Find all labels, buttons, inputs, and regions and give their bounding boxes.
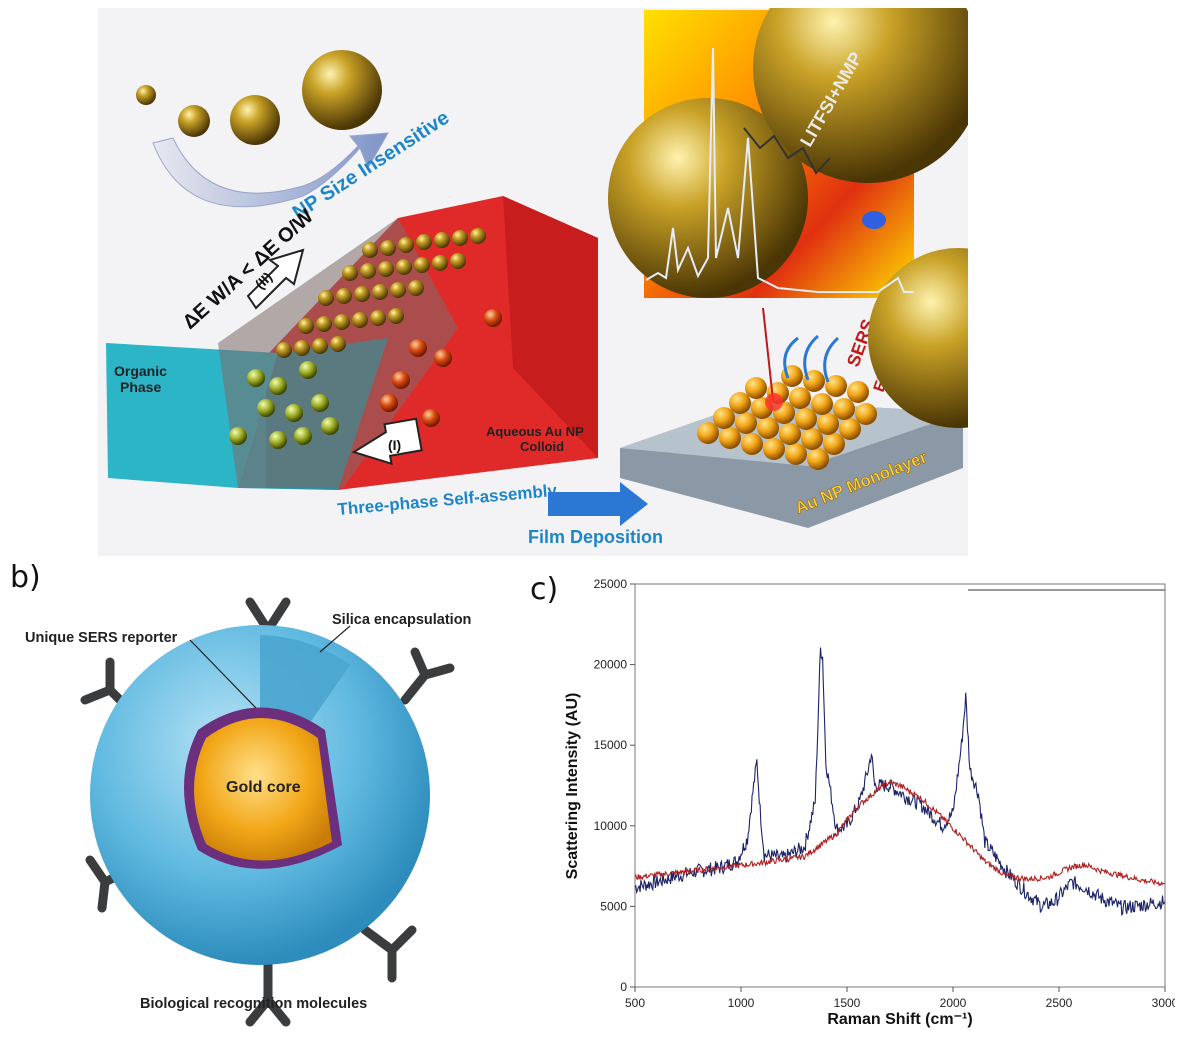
x-tick-label: 1000 [728, 996, 755, 1010]
x-tick-label: 3000 [1152, 996, 1175, 1010]
assembled-np-layer [276, 228, 486, 358]
y-axis-label: Scattering Intensity (AU) [564, 693, 581, 880]
np-sphere-m [230, 95, 280, 145]
colloid-label-1: Aqueous Au NP [486, 424, 584, 439]
y-tick-label: 15000 [594, 738, 628, 752]
spectrum-series-1 [634, 647, 1166, 917]
colloid-np [380, 309, 502, 427]
panel-b-letter: b) [10, 560, 41, 595]
np-sphere-xs [136, 85, 156, 105]
y-tick-label: 25000 [594, 577, 628, 591]
panel-a-illustration: NP Size Insensitive ΔE W/A < ΔE O/W (II)… [98, 8, 968, 556]
reporter-label: Unique SERS reporter [25, 630, 178, 646]
hotspot-inset: LITFSI+NMP [608, 8, 968, 428]
film-deposition-arrow [548, 482, 648, 526]
reporter-leader-line [189, 639, 257, 709]
silica-label: Silica encapsulation [332, 612, 471, 628]
y-tick-label: 5000 [600, 899, 627, 913]
y-tick-label: 10000 [594, 819, 628, 833]
silica-leader-line [319, 625, 351, 653]
np-sphere-s [178, 105, 210, 137]
x-tick-label: 2500 [1046, 996, 1073, 1010]
phase-label: Phase [120, 379, 161, 395]
raman-chart: 0 5000 10000 15000 20000 25000 500 1000 1500 200… [564, 577, 1175, 1028]
panel-c-letter: c) [530, 572, 559, 607]
step-ii-arrow [246, 248, 305, 310]
x-tick-label: 500 [625, 996, 645, 1010]
interface-np-cluster [229, 361, 339, 449]
step-i-arrow [351, 417, 423, 466]
film-deposition-label: Film Deposition [528, 527, 663, 547]
gold-core [194, 718, 332, 861]
bio-label: Biological recognition molecules [140, 996, 367, 1012]
plot-frame [634, 583, 1166, 988]
colloid-label-2: Colloid [520, 439, 564, 454]
np-sphere-l [302, 50, 382, 130]
curved-size-arrow [152, 132, 389, 208]
x-tick-label: 1500 [834, 996, 861, 1010]
panel-b-nanoparticle: Gold core Unique SERS reporter Silica en… [25, 597, 471, 1027]
gold-core-label: Gold core [226, 779, 301, 796]
scattered-light-arrows [783, 334, 840, 383]
x-axis-label: Raman Shift (cm⁻¹) [827, 1011, 972, 1028]
spectrum-series-2 [634, 779, 1166, 887]
organic-label: Organic [114, 363, 167, 379]
y-tick-label: 20000 [594, 658, 628, 672]
step-i-label: (I) [388, 437, 401, 453]
laser-spot [765, 393, 783, 411]
x-tick-label: 2000 [940, 996, 967, 1010]
laser-beam [762, 307, 774, 401]
y-tick-label: 0 [620, 980, 627, 994]
